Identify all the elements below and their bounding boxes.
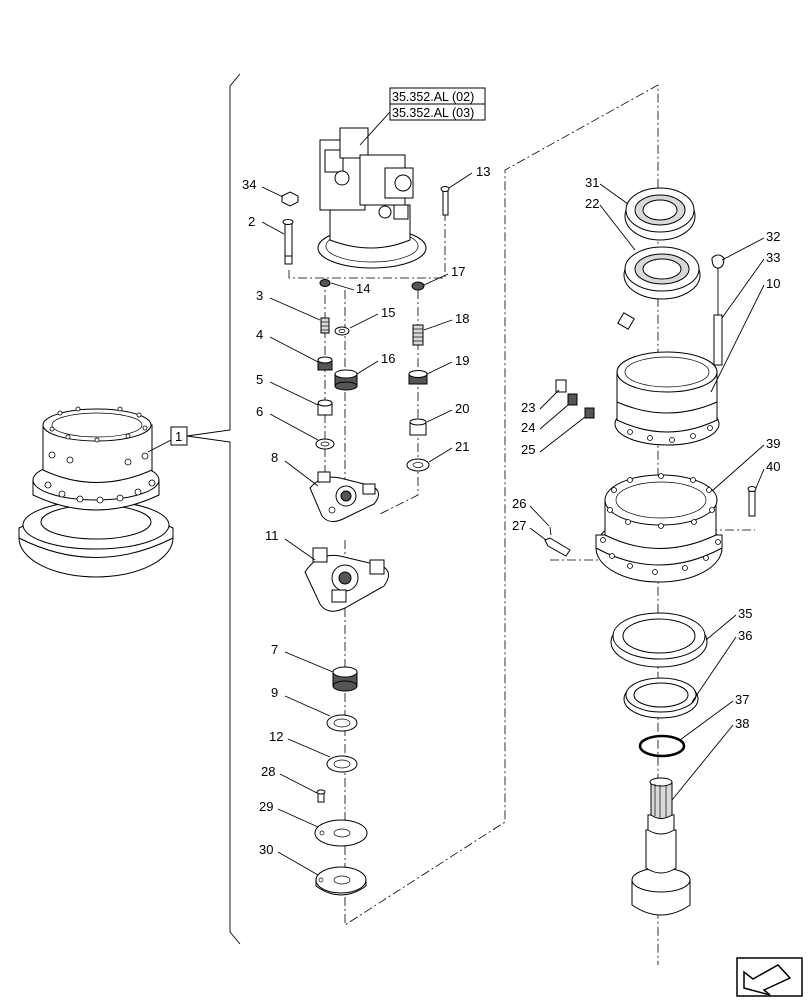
part-21-washer [406, 458, 430, 472]
callout-21: 21 [455, 439, 469, 454]
callout-6: 6 [256, 404, 263, 419]
callout-2: 2 [248, 214, 255, 229]
ref-text-b: 35.352.AL (03) [392, 106, 474, 120]
part-18-spring [412, 324, 424, 346]
callout-29: 29 [259, 799, 273, 814]
callout-5: 5 [256, 372, 263, 387]
callout-12: 12 [269, 729, 283, 744]
part-8-planet-carrier [309, 471, 379, 522]
callout-26: 26 [512, 496, 526, 511]
part-10-housing [614, 351, 720, 446]
callout-37: 37 [735, 692, 749, 707]
part-37-o-ring [638, 734, 686, 758]
callout-15: 15 [381, 305, 395, 320]
callout-13: 13 [476, 164, 490, 179]
part-24-fitting [567, 393, 578, 406]
part-23-hose [549, 315, 626, 386]
callout-25: 25 [521, 442, 535, 457]
callout-39: 39 [766, 436, 780, 451]
part-34-nut [281, 191, 299, 207]
callout-40: 40 [766, 459, 780, 474]
callout-33: 33 [766, 250, 780, 265]
ref-text-a: 35.352.AL (02) [392, 90, 474, 104]
part-22-bearing [623, 246, 701, 300]
part-35-seal [610, 612, 708, 668]
swing-motor [317, 127, 427, 269]
callout-27: 27 [512, 518, 526, 533]
callout-28: 28 [261, 764, 275, 779]
callout-1: 1 [175, 429, 182, 444]
part-11-planet-carrier [304, 547, 389, 612]
callout-3: 3 [256, 288, 263, 303]
callout-9: 9 [271, 685, 278, 700]
part-27-lock-plate [544, 537, 571, 557]
part-17-plug [411, 281, 425, 291]
callout-14: 14 [356, 281, 370, 296]
callout-10: 10 [766, 276, 780, 291]
part-33-guide-tube [713, 314, 723, 366]
part-32-dipstick [711, 254, 725, 320]
part-25-plug [584, 407, 595, 419]
callout-20: 20 [455, 401, 469, 416]
callout-35: 35 [738, 606, 752, 621]
callout-19: 19 [455, 353, 469, 368]
group-bracket [186, 73, 241, 945]
callout-16: 16 [381, 351, 395, 366]
part-12-washer [326, 755, 358, 773]
callout-24: 24 [521, 420, 535, 435]
part-36-seal [623, 677, 699, 719]
part-13-bolt [442, 189, 449, 216]
previous-page-arrow-icon[interactable] [736, 957, 803, 997]
part-3-spring [320, 317, 330, 334]
part-26-pin [549, 526, 552, 536]
part-38-pinion-shaft [631, 777, 691, 916]
callout-30: 30 [259, 842, 273, 857]
part-9-washer [326, 714, 358, 732]
callout-8: 8 [271, 450, 278, 465]
callout-7: 7 [271, 642, 278, 657]
callout-31: 31 [585, 175, 599, 190]
callout-11: 11 [265, 528, 279, 543]
part-40-bolt [748, 489, 756, 517]
part-39-ring-gear [595, 473, 723, 583]
part-31-bearing [624, 187, 696, 241]
callout-17: 17 [451, 264, 465, 279]
callout-34: 34 [242, 177, 256, 192]
part-29-plate [314, 819, 368, 847]
callout-38: 38 [735, 716, 749, 731]
part-15-washer [334, 326, 350, 336]
swing-reduction-assembly [18, 406, 174, 578]
callout-36: 36 [738, 628, 752, 643]
callout-32: 32 [766, 229, 780, 244]
part-14-plug [319, 279, 331, 287]
callout-22: 22 [585, 196, 599, 211]
callout-23: 23 [521, 400, 535, 415]
part-6-washer [315, 438, 335, 450]
callout-4: 4 [256, 327, 263, 342]
callout-18: 18 [455, 311, 469, 326]
